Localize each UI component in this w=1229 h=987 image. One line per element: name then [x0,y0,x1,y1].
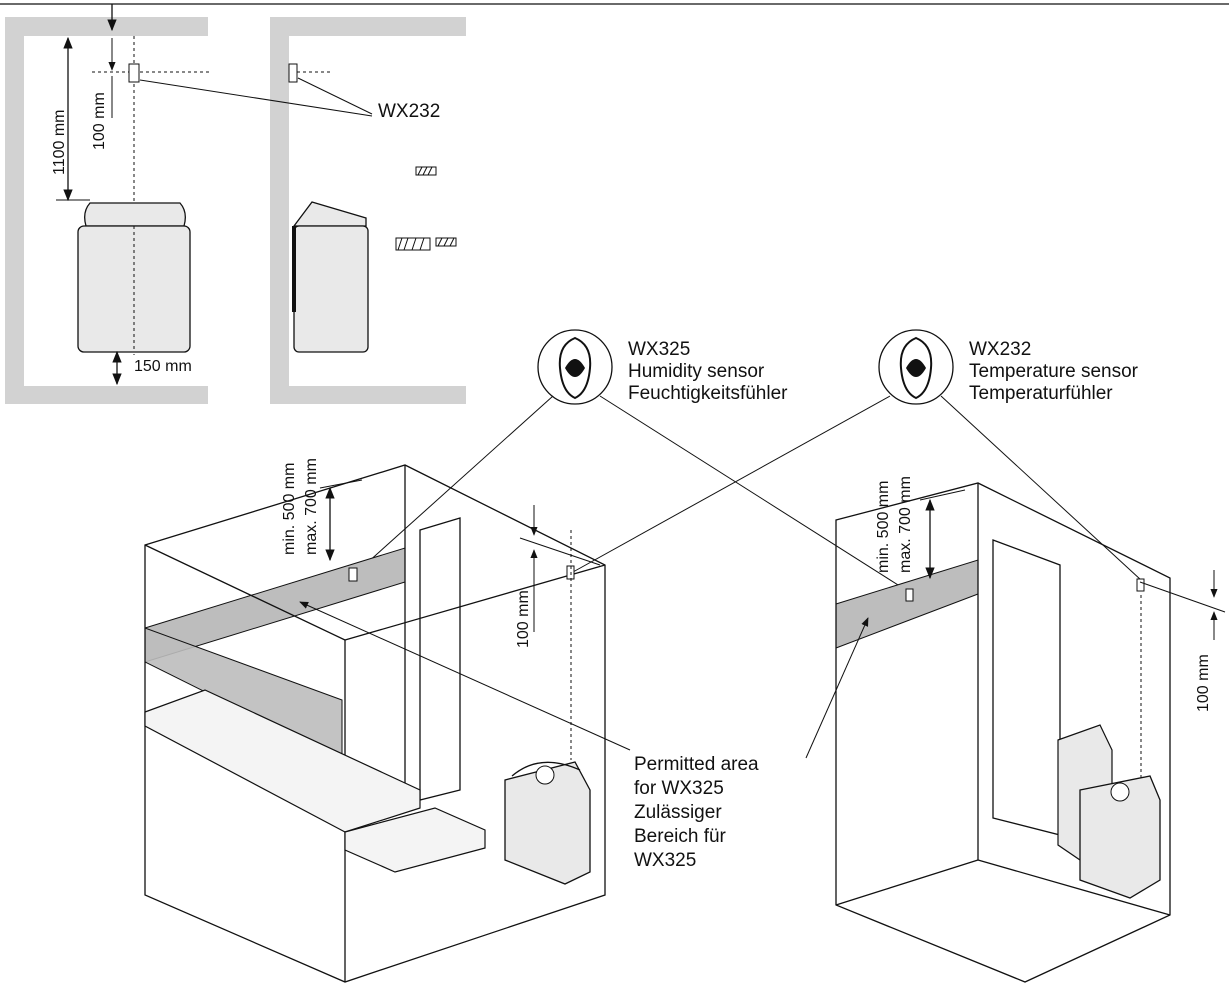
heater-top [84,202,186,227]
left-room-3d: min. 500 mm max. 700 mm 100 mm [144,458,631,983]
dim-100-label: 100 mm [91,92,108,150]
permitted-line-3: Zulässiger [634,802,722,823]
leader-permitted-left [299,601,631,751]
humidity-name-en: Humidity sensor [628,361,765,382]
side-heater-body [293,225,369,353]
leader-temperature-right [940,395,1142,581]
leader-permitted-right [805,617,869,759]
side-heater-top [292,201,367,227]
leader-humidity-right [599,395,907,591]
permitted-line-5: WX325 [634,850,696,871]
hatch-glyph-1 [415,166,437,176]
wx232-label: WX232 [378,101,440,122]
permitted-line-1: Permitted area [634,754,759,775]
callout-temperature: WX232 Temperature sensor Temperaturfühle… [878,329,1139,405]
left-dim-min: min. 500 mm [281,463,298,555]
leader-left [139,79,373,117]
wx232-sensor-top-right [288,63,298,83]
left-dim-offset: 100 mm [515,590,532,648]
upper-bench [144,689,421,833]
leader-right [297,77,373,115]
lower-bench [344,807,486,873]
heater-3d-right [1079,775,1161,899]
wx325-sensor-left [348,567,358,582]
callout-humidity: WX325 Humidity sensor Feuchtigkeitsfühle… [537,329,788,405]
wx325-sensor-right [905,588,914,602]
temperature-name-de: Temperaturfühler [969,383,1113,404]
temperature-name-en: Temperature sensor [969,361,1139,382]
right-room-3d: min. 500 mm max. 700 mm 100 mm [805,476,1226,983]
right-dim-max: max. 700 mm [897,476,914,573]
humidity-name-de: Feuchtigkeitsfühler [628,383,788,404]
top-left-section-view: 1100 mm 100 mm 150 mm [5,4,210,404]
leader-humidity-left [356,395,554,573]
door-opening [419,517,461,801]
wx232-sensor-right [1136,578,1145,592]
temperature-code: WX232 [969,339,1031,360]
humidity-code: WX325 [628,339,690,360]
right-dim-min: min. 500 mm [875,481,892,573]
permitted-area-label: Permitted area for WX325 Zulässiger Bere… [634,754,759,871]
door-right [992,539,1061,836]
dim-1100-label: 1100 mm [51,109,68,175]
heater-3d-left [504,761,591,885]
permitted-line-2: for WX325 [634,778,724,799]
left-dim-max: max. 700 mm [303,458,320,555]
top-right-section-view: WX232 [139,17,466,404]
wx232-sensor-top-left [128,63,140,83]
right-dim-offset: 100 mm [1195,654,1212,712]
heater-stones-icon-right [1110,782,1130,802]
permitted-line-4: Bereich für [634,826,727,847]
dim-150-label: 150 mm [134,358,192,375]
leader-temperature-left [572,395,891,573]
heater-stones-icon [535,765,555,785]
